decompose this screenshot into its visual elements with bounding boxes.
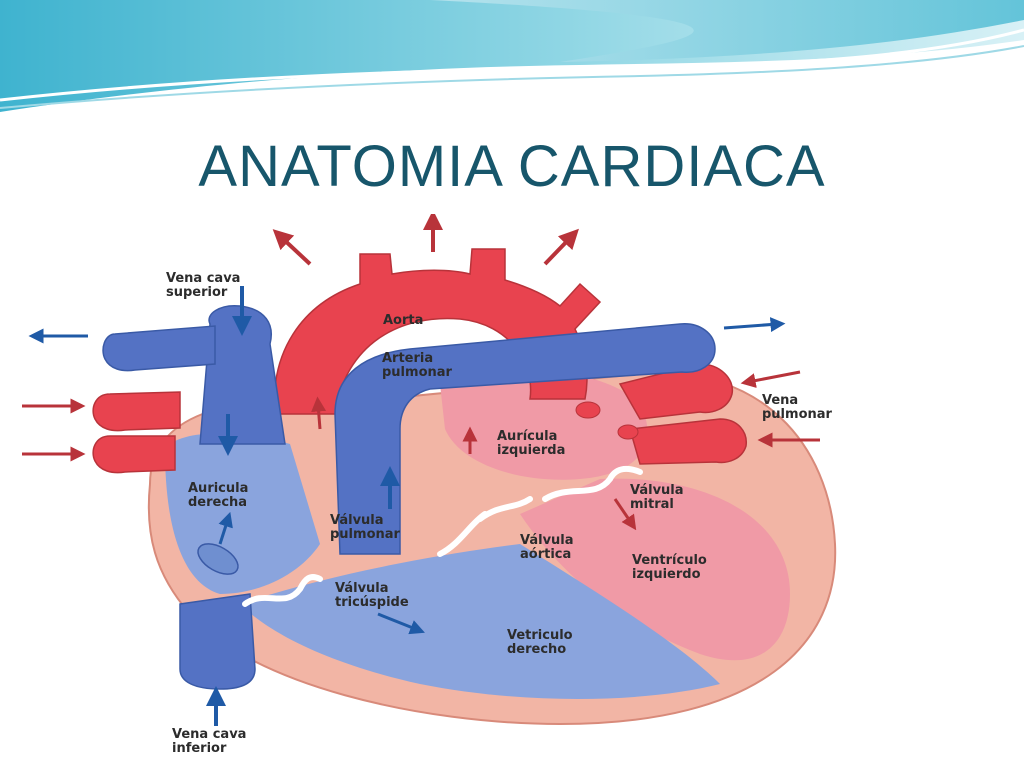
arrow-aorta-inside: [311, 396, 327, 430]
label-valvula-mitral: Válvula mitral: [630, 483, 688, 512]
heart-diagram: Vena cava superior Aorta Arteria pulmona…: [22, 214, 837, 756]
superior-vena-cava: [199, 305, 286, 445]
aorta: [273, 248, 602, 415]
right-ventricle: [240, 544, 720, 699]
pulmonary-artery-left-branch: [102, 325, 216, 372]
pulmonary-vein-left-upper: [92, 391, 181, 432]
label-auricula-derecha: Auricula derecha: [188, 481, 253, 510]
pulmonary-vein-upper: [618, 363, 734, 420]
label-vena-pulmonar: Vena pulmonar: [762, 393, 833, 422]
header-wave-decoration: [0, 0, 1024, 112]
label-valvula-aortica: Válvula aórtica: [520, 533, 578, 562]
arrow-tricuspid-disc: [218, 511, 233, 545]
label-vena-cava-inferior: Vena cava inferior: [172, 727, 251, 756]
pulmonary-vein-lower: [629, 418, 747, 465]
label-aorta: Aorta: [383, 313, 423, 328]
label-arteria-pulmonar: Arteria pulmonar: [382, 351, 453, 380]
valve-disc-left-1: [575, 401, 601, 419]
left-atrium: [440, 370, 648, 480]
aortic-valve: [477, 496, 533, 522]
label-ventriculo-izquierdo: Ventrículo izquierdo: [632, 553, 711, 582]
inferior-vena-cava: [179, 593, 256, 690]
tricuspid-valve: [242, 574, 323, 607]
valve-disc-left-2: [617, 424, 639, 440]
arrow-right-vein-upper: [740, 370, 801, 388]
arrow-mitral: [613, 498, 637, 531]
label-auricula-izquierda: Aurícula izquierda: [497, 429, 565, 458]
arrow-aorta-right: [543, 228, 579, 266]
valve-disc-right: [197, 543, 239, 575]
pulmonary-artery: [334, 323, 716, 555]
label-valvula-pulmonar: Válvula pulmonar: [330, 513, 401, 542]
label-vena-cava-superior: Vena cava superior: [166, 271, 245, 300]
label-valvula-tricuspide: Válvula tricúspide: [335, 581, 409, 610]
label-vetriculo-derecho: Vetriculo derecho: [507, 628, 577, 657]
arrow-right-pulmonary-out: [723, 317, 786, 333]
left-ventricle: [520, 478, 790, 661]
pulmonary-vein-left-lower: [92, 435, 176, 474]
mitral-valve: [542, 465, 643, 502]
arrow-aorta-left: [272, 229, 312, 266]
arrow-right-ventricle: [377, 612, 425, 635]
slide-title: ANATOMIA CARDIACA: [198, 134, 826, 199]
